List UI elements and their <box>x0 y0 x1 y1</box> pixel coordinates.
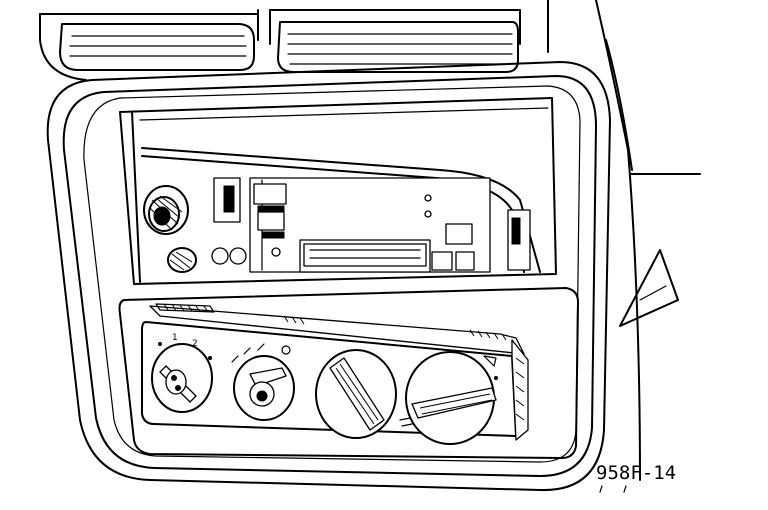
trim-bezel <box>48 62 610 490</box>
temperature-knob <box>234 356 294 420</box>
air-distribution-knob <box>316 350 396 438</box>
svg-text:1: 1 <box>172 333 178 343</box>
blower-speed-knob <box>152 344 212 412</box>
radio-unit <box>142 148 540 272</box>
dash-side-edge <box>596 0 700 480</box>
svg-text:2: 2 <box>192 339 198 349</box>
figure-label: 958F-14 <box>596 462 677 484</box>
climate-control-panel: 1 2 <box>142 304 528 444</box>
defrost-knob <box>406 352 496 444</box>
label-ticks <box>600 486 626 492</box>
air-vent-area <box>40 0 548 80</box>
cassette-slot <box>300 240 430 272</box>
radio-buttons <box>212 178 530 270</box>
volume-knob <box>144 186 188 234</box>
tuning-knob <box>168 248 196 272</box>
left-air-vent <box>60 24 254 70</box>
right-air-vent <box>278 22 518 72</box>
climate-opening <box>120 288 579 458</box>
radio-opening <box>120 98 556 284</box>
